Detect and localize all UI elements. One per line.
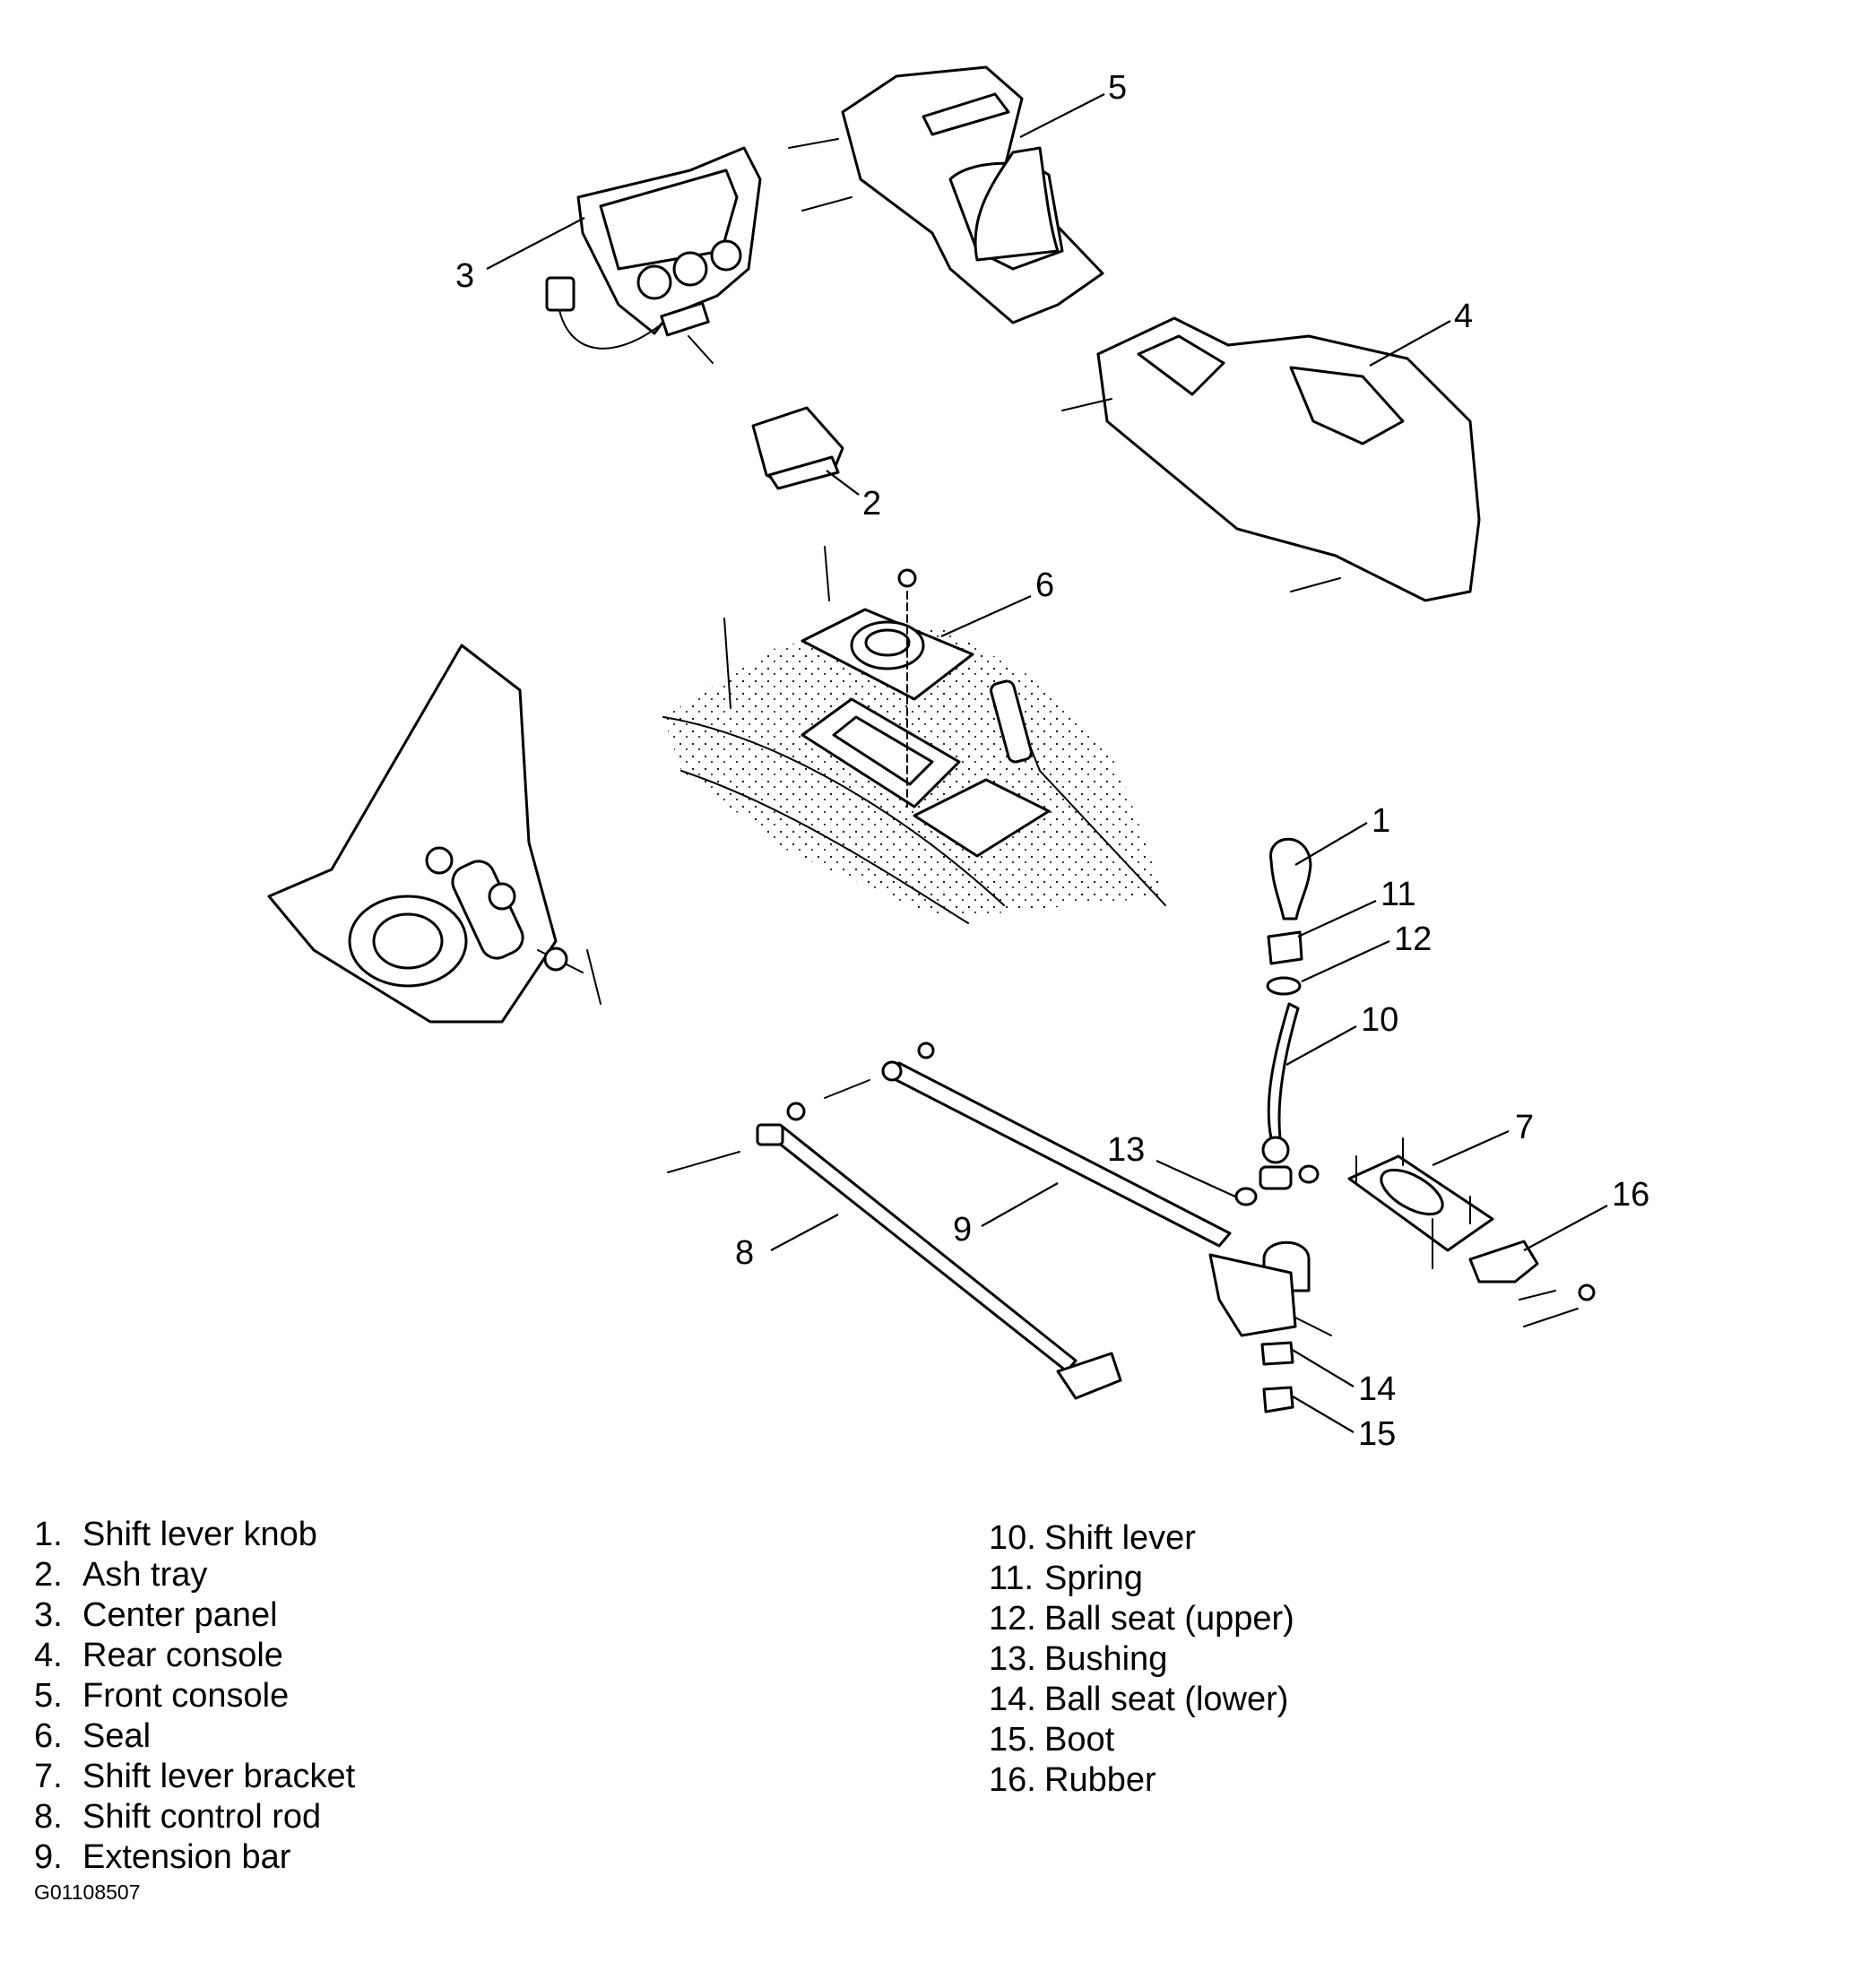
leader-14 <box>1290 1348 1355 1387</box>
leader-12 <box>1301 940 1390 982</box>
legend-label: Bushing <box>1044 1640 1168 1678</box>
legend-number: 7. <box>34 1758 63 1795</box>
legend-label: Extension bar <box>82 1838 291 1876</box>
legend-item: 5. Front console <box>34 1676 355 1716</box>
legend-label: Center panel <box>82 1596 278 1634</box>
callout-2: 2 <box>862 485 881 523</box>
legend-label: Ball seat (lower) <box>1044 1681 1289 1718</box>
legend-number: 16. <box>989 1761 1036 1799</box>
legend-label: Shift lever bracket <box>82 1758 356 1795</box>
legend-number: 9. <box>34 1838 63 1876</box>
callout-6: 6 <box>1035 566 1054 604</box>
leader-8 <box>770 1214 839 1251</box>
legend-item: 13.Bushing <box>989 1639 1294 1680</box>
rods-drawing <box>667 1042 1232 1400</box>
front-console-drawing <box>788 65 1104 324</box>
legend-item: 14.Ball seat (lower) <box>989 1680 1294 1720</box>
legend-label: Shift control rod <box>82 1798 322 1836</box>
legend-number: 15. <box>989 1721 1036 1759</box>
exploded-parts-diagram: 1 2 3 4 5 6 7 8 9 10 11 12 13 14 15 16 <box>267 65 1649 1453</box>
legend-label: Front console <box>82 1677 290 1715</box>
legend-number: 12. <box>989 1600 1036 1638</box>
leader-7 <box>1432 1129 1510 1167</box>
bracket-and-rubber-drawing <box>1347 1137 1596 1327</box>
leader-9 <box>981 1182 1059 1227</box>
leader-11 <box>1297 900 1377 938</box>
shift-lever-assembly-drawing <box>1208 837 1332 1413</box>
legend-label: Ball seat (upper) <box>1044 1600 1294 1638</box>
callout-13: 13 <box>1107 1131 1145 1169</box>
callout-14: 14 <box>1358 1370 1396 1408</box>
figure-id: G01108507 <box>34 1880 141 1904</box>
legend-number: 11. <box>989 1560 1034 1597</box>
legend-label: Spring <box>1044 1560 1143 1597</box>
callout-16: 16 <box>1612 1176 1649 1214</box>
legend-number: 5. <box>34 1677 63 1715</box>
rear-console-drawing <box>1061 316 1481 602</box>
leader-16 <box>1523 1205 1608 1251</box>
legend-item: 1. Shift lever knob <box>34 1515 355 1555</box>
legend-label: Boot <box>1044 1721 1115 1759</box>
leader-13 <box>1156 1159 1236 1198</box>
leader-2 <box>826 470 860 496</box>
legend-item: 8. Shift control rod <box>34 1797 355 1837</box>
legend-label: Seal <box>82 1717 151 1755</box>
legend-number: 10. <box>989 1519 1036 1557</box>
leader-6 <box>940 594 1032 638</box>
legend-item: 3. Center panel <box>34 1595 355 1636</box>
legend-number: 3. <box>34 1596 63 1634</box>
legend-label: Shift lever <box>1044 1519 1196 1557</box>
center-panel-drawing <box>545 146 762 364</box>
leader-lines <box>486 93 1608 1433</box>
legend-right-column: 10.Shift lever 11. Spring 12.Ball seat (u… <box>989 1518 1294 1801</box>
leader-5 <box>1019 93 1105 138</box>
legend-label: Shift lever knob <box>82 1516 317 1553</box>
callout-8: 8 <box>735 1234 754 1272</box>
leader-10 <box>1285 1025 1357 1066</box>
legend-number: 8. <box>34 1798 63 1836</box>
legend-number: 6. <box>34 1717 63 1755</box>
legend-item: 12.Ball seat (upper) <box>989 1599 1294 1639</box>
legend-item: 10.Shift lever <box>989 1518 1294 1559</box>
legend-item: 2. Ash tray <box>34 1555 355 1595</box>
legend-item: 9. Extension bar <box>34 1837 355 1878</box>
legend-number: 2. <box>34 1556 63 1594</box>
legend-number: 14. <box>989 1681 1036 1718</box>
legend-number: 13. <box>989 1640 1036 1678</box>
seal-drawing <box>801 568 974 808</box>
callout-12: 12 <box>1394 921 1432 958</box>
callout-10: 10 <box>1361 1001 1398 1039</box>
legend-item: 11. Spring <box>989 1559 1294 1599</box>
legend-number: 4. <box>34 1637 63 1674</box>
legend-item: 6. Seal <box>34 1716 355 1757</box>
callout-5: 5 <box>1108 69 1127 107</box>
legend-item: 7. Shift lever bracket <box>34 1757 355 1797</box>
callout-1: 1 <box>1372 802 1390 840</box>
callout-11: 11 <box>1381 876 1415 913</box>
legend-label: Rear console <box>82 1637 283 1674</box>
transmission-drawing <box>267 644 602 1024</box>
legend-item: 4. Rear console <box>34 1636 355 1676</box>
floor-tunnel-drawing <box>662 546 1166 924</box>
legend-item: 16.Rubber <box>989 1760 1294 1801</box>
legend-label: Ash tray <box>82 1556 208 1594</box>
callout-numbers: 1 2 3 4 5 6 7 8 9 10 11 12 13 14 15 16 <box>455 69 1649 1453</box>
callout-3: 3 <box>455 257 474 295</box>
leader-3 <box>486 217 585 270</box>
callout-7: 7 <box>1515 1109 1534 1146</box>
leader-1 <box>1294 822 1368 866</box>
callout-4: 4 <box>1454 298 1473 335</box>
legend-item: 15.Boot <box>989 1720 1294 1760</box>
leader-15 <box>1292 1396 1355 1433</box>
legend-left-column: 1. Shift lever knob 2. Ash tray 3. Center p… <box>34 1515 355 1878</box>
leader-4 <box>1369 320 1451 367</box>
legend-label: Rubber <box>1044 1761 1156 1799</box>
ash-tray-drawing <box>751 406 844 490</box>
callout-9: 9 <box>953 1211 972 1249</box>
legend-number: 1. <box>34 1516 63 1553</box>
callout-15: 15 <box>1358 1415 1396 1453</box>
